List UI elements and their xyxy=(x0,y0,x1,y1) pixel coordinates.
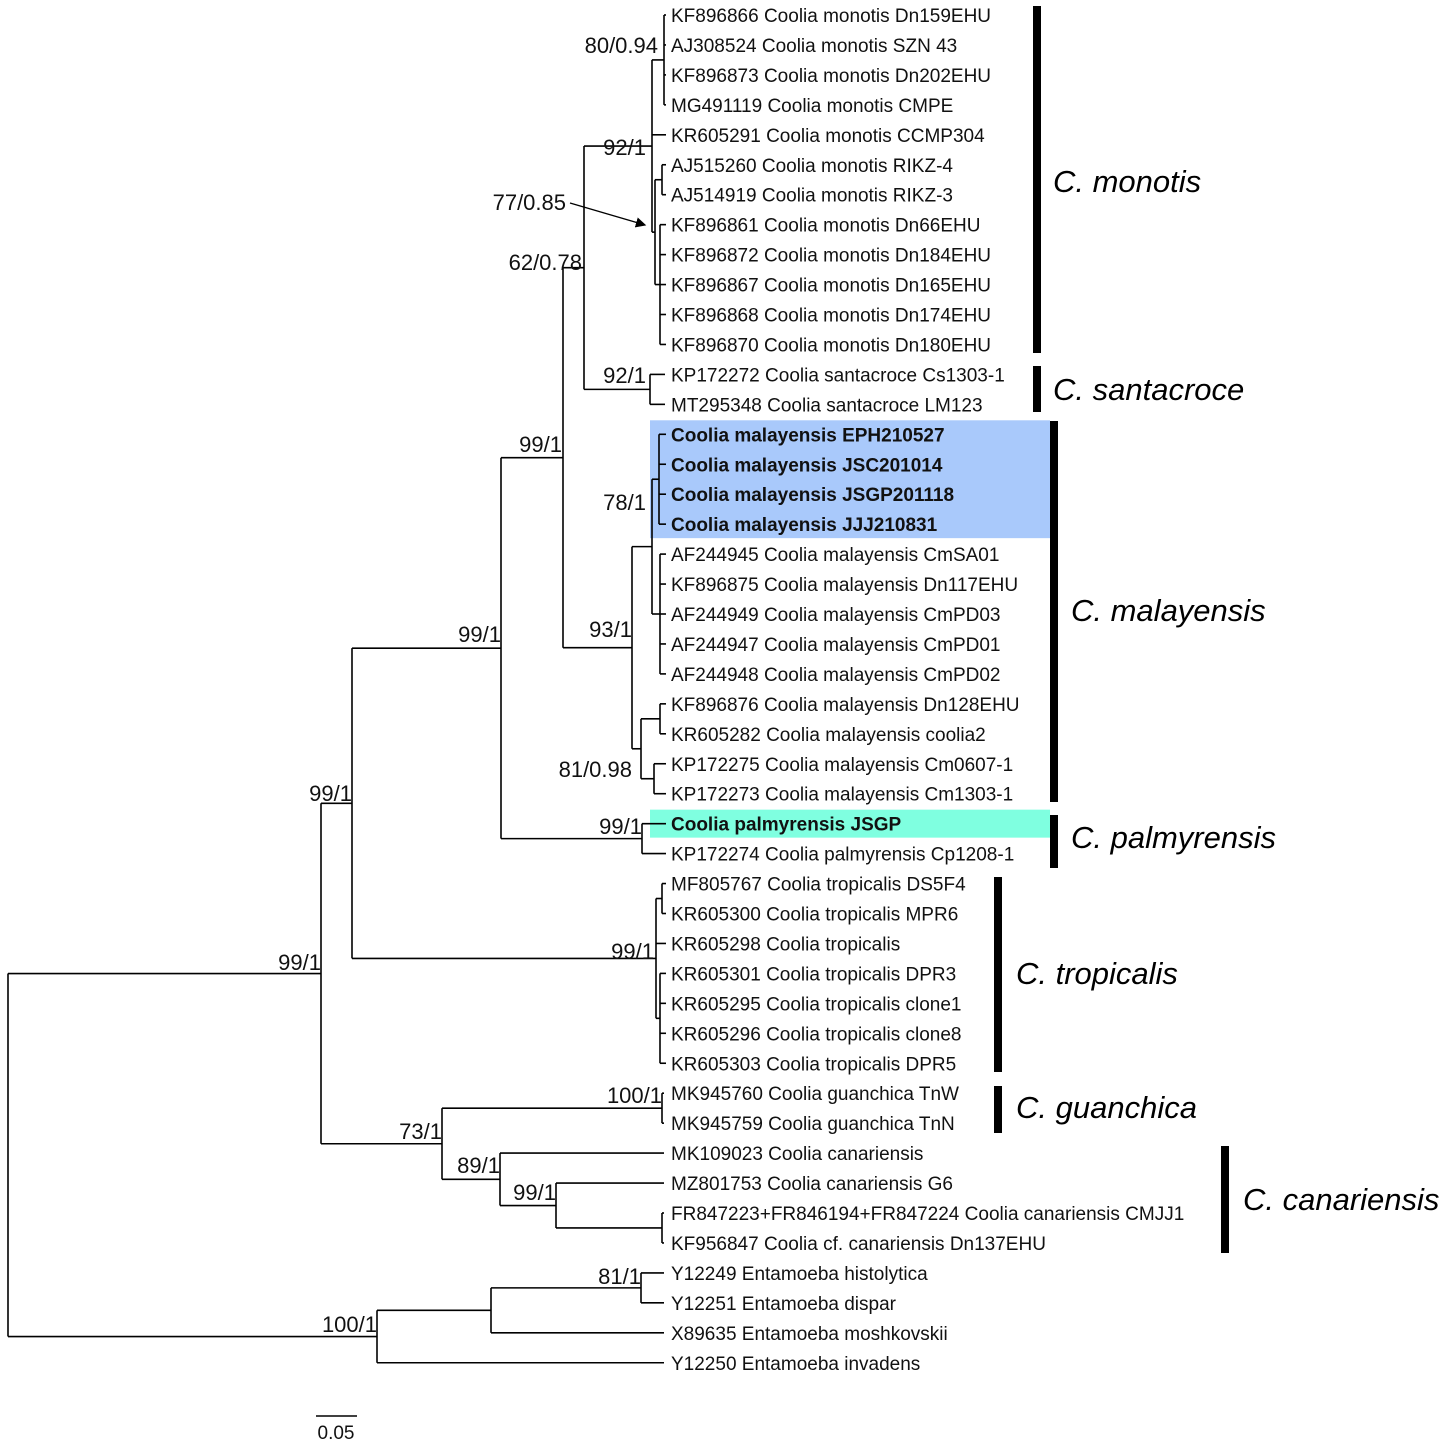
support-value: 73/1 xyxy=(399,1119,442,1144)
clade-bar-canariensis xyxy=(1221,1146,1229,1253)
taxon-label: Coolia malayensis EPH210527 xyxy=(671,425,945,446)
clade-label-santacroce: C. santacroce xyxy=(1053,372,1244,407)
clade-label-monotis: C. monotis xyxy=(1053,164,1201,199)
taxon-label: KP172272 Coolia santacroce Cs1303-1 xyxy=(671,365,1005,386)
support-value: 92/1 xyxy=(603,363,646,388)
taxon-label: KF896861 Coolia monotis Dn66EHU xyxy=(671,216,980,237)
taxon-label: KP172275 Coolia malayensis Cm0607-1 xyxy=(671,755,1013,776)
taxon-label: KP172273 Coolia malayensis Cm1303-1 xyxy=(671,785,1013,806)
taxon-label: KF896867 Coolia monotis Dn165EHU xyxy=(671,276,991,297)
taxon-label: KR605298 Coolia tropicalis xyxy=(671,934,900,955)
taxon-label: Coolia malayensis JSGP201118 xyxy=(671,485,954,506)
taxon-label: KF896875 Coolia malayensis Dn117EHU xyxy=(671,575,1018,596)
taxon-label: KR605282 Coolia malayensis coolia2 xyxy=(671,725,986,746)
support-value: 99/1 xyxy=(458,622,501,647)
clade-bar-palmyrensis xyxy=(1050,815,1058,868)
scale-bar-label: 0.05 xyxy=(318,1423,355,1444)
taxon-label: AJ308524 Coolia monotis SZN 43 xyxy=(671,36,957,57)
taxon-label: KF896872 Coolia monotis Dn184EHU xyxy=(671,246,991,267)
support-value: 99/1 xyxy=(513,1180,556,1205)
support-value: 78/1 xyxy=(603,490,646,515)
taxon-label: MK945759 Coolia guanchica TnN xyxy=(671,1114,955,1135)
taxon-label: AF244949 Coolia malayensis CmPD03 xyxy=(671,605,1001,626)
clade-label-malayensis: C. malayensis xyxy=(1071,593,1266,628)
clade-label-palmyrensis: C. palmyrensis xyxy=(1071,820,1276,855)
taxon-label: AJ515260 Coolia monotis RIKZ-4 xyxy=(671,156,953,177)
taxon-label: Y12250 Entamoeba invadens xyxy=(671,1354,920,1375)
taxon-label: KR605295 Coolia tropicalis clone1 xyxy=(671,994,961,1015)
support-value: 62/0.78 xyxy=(509,250,582,275)
taxon-label: KR605303 Coolia tropicalis DPR5 xyxy=(671,1054,956,1075)
support-value: 89/1 xyxy=(457,1153,500,1178)
taxon-label: Coolia malayensis JSC201014 xyxy=(671,455,943,476)
support-value: 100/1 xyxy=(322,1312,377,1337)
support-value: 99/1 xyxy=(278,950,321,975)
support-value: 92/1 xyxy=(603,135,646,160)
taxon-label: KF896868 Coolia monotis Dn174EHU xyxy=(671,306,991,327)
taxon-label: AF244948 Coolia malayensis CmPD02 xyxy=(671,665,1001,686)
clade-bar-monotis xyxy=(1033,6,1041,353)
taxon-label: KR605301 Coolia tropicalis DPR3 xyxy=(671,964,956,985)
highlight-new_malayensis xyxy=(650,420,1050,539)
clade-bar-malayensis xyxy=(1050,421,1058,802)
support-value: 99/1 xyxy=(309,781,352,806)
taxon-label: KF956847 Coolia cf. canariensis Dn137EHU xyxy=(671,1234,1046,1255)
clade-label-guanchica: C. guanchica xyxy=(1016,1090,1197,1125)
taxon-label: MG491119 Coolia monotis CMPE xyxy=(671,96,953,117)
taxon-label: KP172274 Coolia palmyrensis Cp1208-1 xyxy=(671,845,1014,866)
clade-label-canariensis: C. canariensis xyxy=(1243,1182,1439,1217)
taxon-label: Coolia malayensis JJJ210831 xyxy=(671,515,938,536)
taxon-label: MK945760 Coolia guanchica TnW xyxy=(671,1084,959,1105)
taxon-label: KF896866 Coolia monotis Dn159EHU xyxy=(671,6,991,27)
taxon-label: KF896873 Coolia monotis Dn202EHU xyxy=(671,66,991,87)
support-value: 81/1 xyxy=(598,1264,641,1289)
taxon-label: AF244945 Coolia malayensis CmSA01 xyxy=(671,545,999,566)
highlight-new_palmyrensis xyxy=(650,809,1050,838)
support-value: 99/1 xyxy=(519,432,562,457)
taxon-label: Y12249 Entamoeba histolytica xyxy=(671,1264,928,1285)
clade-bar-tropicalis xyxy=(994,877,1002,1072)
clade-bar-santacroce xyxy=(1033,366,1041,412)
taxon-label: KR605291 Coolia monotis CCMP304 xyxy=(671,126,985,147)
support-arrow xyxy=(569,202,647,228)
taxon-label: FR847223+FR846194+FR847224 Coolia canari… xyxy=(671,1204,1184,1225)
support-value: 99/1 xyxy=(599,814,642,839)
support-value: 77/0.85 xyxy=(493,190,566,215)
taxon-label: KR605300 Coolia tropicalis MPR6 xyxy=(671,905,958,926)
support-value: 80/0.94 xyxy=(585,33,658,58)
taxon-label: MK109023 Coolia canariensis xyxy=(671,1144,923,1165)
taxon-label: Coolia palmyrensis JSGP xyxy=(671,815,902,836)
support-value: 99/1 xyxy=(611,939,654,964)
taxon-label: Y12251 Entamoeba dispar xyxy=(671,1294,897,1315)
clade-bar-guanchica xyxy=(994,1086,1002,1133)
support-value: 100/1 xyxy=(607,1083,662,1108)
taxon-label: KR605296 Coolia tropicalis clone8 xyxy=(671,1024,961,1045)
taxon-label: KF896876 Coolia malayensis Dn128EHU xyxy=(671,695,1020,716)
taxon-label: AF244947 Coolia malayensis CmPD01 xyxy=(671,635,1001,656)
support-value: 81/0.98 xyxy=(559,757,632,782)
taxon-label: X89635 Entamoeba moshkovskii xyxy=(671,1324,948,1345)
taxon-label: MF805767 Coolia tropicalis DS5F4 xyxy=(671,875,966,896)
taxon-label: MT295348 Coolia santacroce LM123 xyxy=(671,395,983,416)
support-value: 93/1 xyxy=(589,617,632,642)
taxon-label: KF896870 Coolia monotis Dn180EHU xyxy=(671,335,991,356)
clade-label-tropicalis: C. tropicalis xyxy=(1016,956,1178,991)
taxon-label: MZ801753 Coolia canariensis G6 xyxy=(671,1174,953,1195)
taxon-label: AJ514919 Coolia monotis RIKZ-3 xyxy=(671,186,953,207)
